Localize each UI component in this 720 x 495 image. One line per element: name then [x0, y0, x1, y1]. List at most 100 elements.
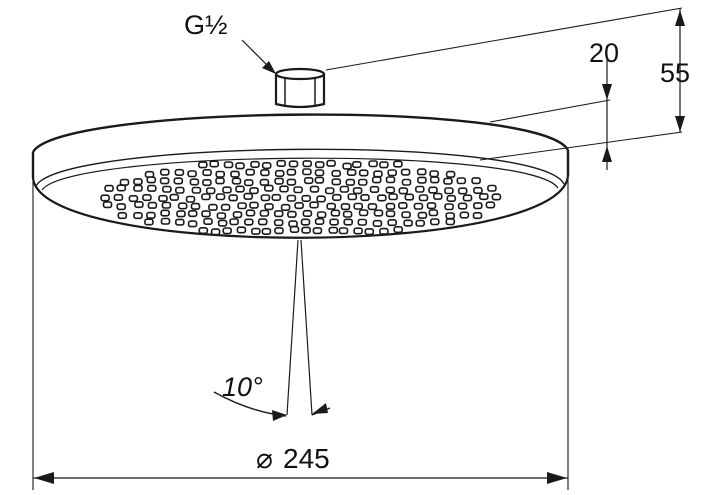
nozzle [201, 210, 211, 218]
nozzle [119, 178, 130, 186]
nozzle [261, 162, 272, 170]
nozzle [445, 218, 456, 226]
nozzle [340, 203, 351, 211]
nozzle [485, 201, 496, 209]
nozzle [342, 162, 352, 170]
nozzle [187, 170, 197, 178]
nozzle [417, 211, 428, 219]
dim20-arrow-bottom [602, 146, 612, 162]
nozzle [215, 177, 225, 185]
inner-height-label: 20 [589, 38, 619, 68]
nozzle [445, 170, 456, 178]
spray-angle-label: 10° [222, 372, 263, 402]
nozzle [220, 203, 231, 211]
diameter-arrow-right [547, 472, 567, 484]
nozzle [328, 226, 339, 234]
shower-head-disc [31, 113, 570, 239]
nozzle [243, 192, 253, 200]
nozzle [401, 211, 411, 219]
nozzle [209, 160, 219, 168]
nozzle [331, 193, 342, 201]
nozzle [237, 202, 247, 210]
nozzle [146, 176, 157, 184]
nozzle [428, 186, 438, 194]
nozzle [429, 170, 439, 178]
nozzle [397, 202, 408, 210]
nozzle [456, 177, 467, 185]
nozzle [326, 159, 336, 167]
nozzle [387, 169, 398, 177]
nozzle [385, 202, 396, 210]
nozzle [342, 210, 353, 218]
nozzle [201, 193, 211, 201]
nozzle [429, 176, 440, 184]
nozzle [273, 219, 284, 227]
nozzle [371, 176, 382, 184]
nozzle [236, 226, 247, 234]
nozzle [385, 210, 396, 218]
nozzle [393, 226, 404, 234]
nozzle [144, 218, 154, 226]
nozzle [251, 227, 261, 235]
nozzle [471, 177, 481, 185]
nozzle [187, 220, 198, 228]
nozzle [379, 227, 389, 235]
nozzle [360, 194, 370, 202]
nozzle [293, 186, 303, 194]
nozzle [160, 217, 171, 225]
nozzle [358, 169, 369, 177]
nozzle [302, 160, 313, 168]
nozzle [231, 177, 242, 185]
nozzle [457, 187, 468, 195]
nozzle [330, 209, 341, 217]
nozzle [280, 203, 291, 211]
nozzle [415, 219, 426, 227]
nozzle [117, 212, 128, 220]
nozzle [428, 209, 439, 217]
nozzle [351, 161, 362, 169]
nozzle [113, 193, 124, 201]
dim55-arrow-bottom [675, 116, 685, 132]
nozzle [301, 194, 312, 202]
nozzle [418, 194, 429, 202]
nozzle [339, 185, 350, 193]
nozzle [353, 227, 363, 235]
nozzle [198, 161, 208, 169]
nozzle [146, 211, 156, 219]
nozzle [414, 185, 425, 193]
nozzle [169, 193, 180, 201]
nozzle [235, 162, 245, 170]
nozzle [314, 176, 325, 184]
nozzle [245, 209, 256, 217]
nozzle [314, 169, 325, 177]
nozzle [387, 219, 398, 227]
nozzle [357, 218, 368, 226]
nozzle [102, 201, 113, 209]
nozzle [472, 212, 483, 220]
height-dimension-lines [325, 7, 685, 170]
nozzle [309, 201, 319, 209]
nozzle [312, 227, 323, 235]
nozzle [324, 187, 335, 195]
thread-leader [241, 39, 276, 74]
thread-size-label: G½ [184, 10, 228, 40]
nozzle [259, 209, 270, 217]
nozzle [133, 212, 143, 220]
nozzle [329, 218, 339, 226]
nozzle [245, 168, 255, 176]
nozzle [273, 210, 284, 218]
nozzle [100, 194, 110, 202]
nozzle [373, 209, 384, 217]
nozzle [202, 179, 212, 187]
nozzle [368, 160, 378, 168]
nozzle [261, 227, 272, 235]
nozzle [302, 209, 313, 217]
thread-connector [274, 67, 326, 109]
nozzle [353, 202, 364, 210]
nozzle [443, 177, 453, 185]
nozzle [400, 168, 411, 176]
nozzle [128, 195, 139, 203]
nozzle [286, 194, 297, 202]
nozzle [388, 193, 398, 201]
